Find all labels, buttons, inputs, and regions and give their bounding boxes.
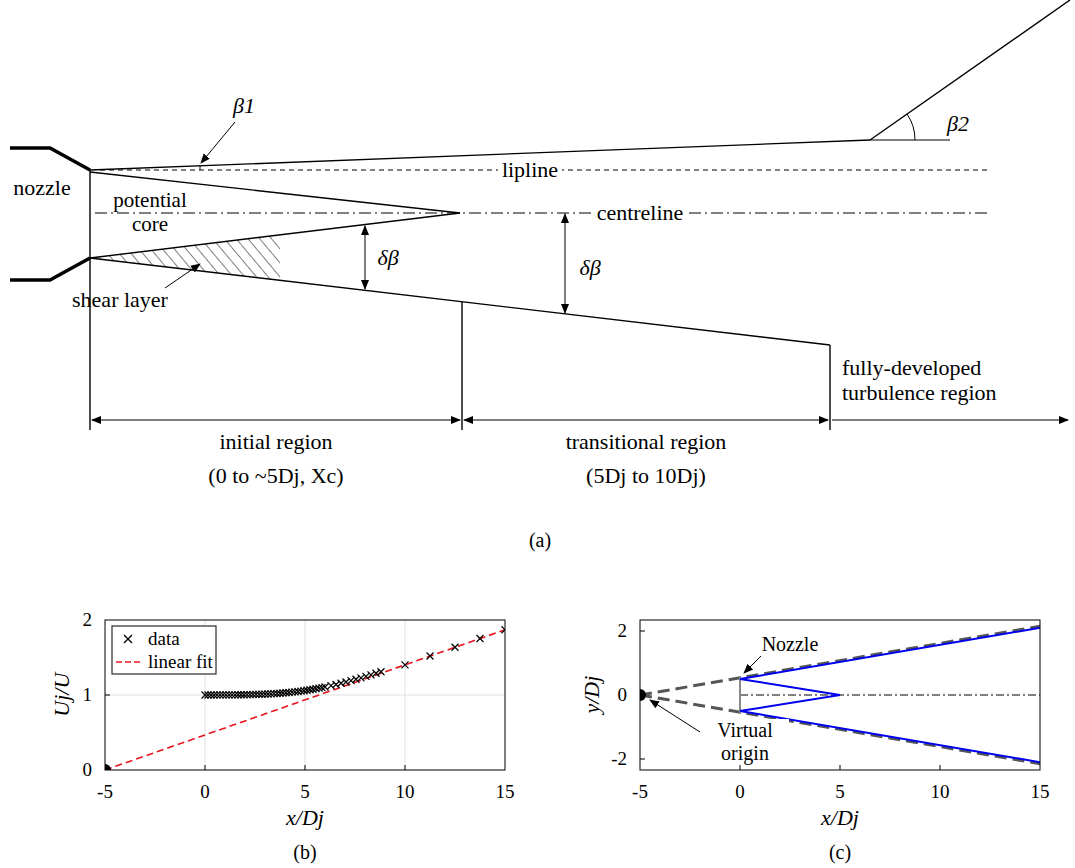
- tick-label: 0: [735, 781, 745, 803]
- part-label: potential core: [102, 188, 198, 236]
- part-label: nozzle: [13, 175, 70, 200]
- tick-label: 10: [931, 781, 950, 803]
- tick-label: 1: [83, 684, 93, 706]
- data-marker: [452, 644, 459, 651]
- axis-label: y/Dj: [579, 676, 604, 714]
- annotation-label: Virtual origin: [701, 719, 789, 765]
- annotation-label: Nozzle: [758, 633, 823, 656]
- legend-text: linear fit: [148, 651, 213, 673]
- data-marker: [373, 670, 380, 677]
- data-marker: [348, 677, 355, 684]
- tick-label: -5: [632, 781, 648, 803]
- axis-label: x/Dj: [821, 805, 859, 830]
- data-marker: [333, 681, 340, 688]
- data-marker: [363, 673, 370, 680]
- tick-label: 10: [396, 781, 415, 803]
- tick-label: 5: [300, 781, 310, 803]
- data-marker: [368, 671, 375, 678]
- axis-label: Uj/U: [49, 673, 74, 717]
- data-marker: [358, 674, 365, 681]
- data-marker: [328, 682, 335, 689]
- angle-symbol: β2: [947, 111, 969, 136]
- panel-label: (c): [829, 841, 851, 864]
- data-marker: [343, 678, 350, 685]
- tick-label: 0: [83, 759, 93, 781]
- angle-symbol: β1: [233, 93, 255, 118]
- axis-label: x/Dj: [286, 805, 324, 830]
- data-marker: [378, 668, 385, 675]
- tick-label: 2: [618, 620, 628, 642]
- data-marker: [502, 626, 506, 633]
- data-marker: [402, 661, 409, 668]
- dimension-symbol: δβ: [579, 255, 600, 280]
- tick-label: 0: [200, 781, 210, 803]
- line-label: lipline: [498, 157, 562, 182]
- tick-label: -5: [97, 781, 113, 803]
- tick-label: 15: [496, 781, 515, 803]
- line-label: centreline: [593, 200, 688, 225]
- velocity-plot: [99, 620, 509, 776]
- region-label: transitional region: [566, 429, 727, 454]
- dimension-symbol: δβ: [377, 245, 398, 270]
- panel-label: (b): [293, 841, 316, 864]
- tick-label: 0: [618, 684, 628, 706]
- data-marker: [427, 653, 434, 660]
- tick-label: 5: [835, 781, 845, 803]
- part-label: shear layer: [72, 287, 168, 312]
- region-range: (0 to ~5Dj, Xc): [208, 463, 343, 488]
- legend-text: data: [148, 628, 180, 650]
- tick-label: 2: [83, 609, 93, 631]
- region-label: initial region: [219, 429, 332, 454]
- tick-label: 15: [1031, 781, 1050, 803]
- geometry-plot: [634, 620, 1040, 770]
- data-marker: [322, 683, 329, 690]
- data-marker: [477, 635, 484, 642]
- panel-label: (a): [529, 529, 551, 552]
- region-range: (5Dj to 10Dj): [586, 463, 706, 488]
- data-marker: [353, 676, 360, 683]
- region-label: fully-developed turbulence region: [842, 355, 1072, 406]
- data-marker: [338, 680, 345, 687]
- tick-label: -2: [611, 748, 627, 770]
